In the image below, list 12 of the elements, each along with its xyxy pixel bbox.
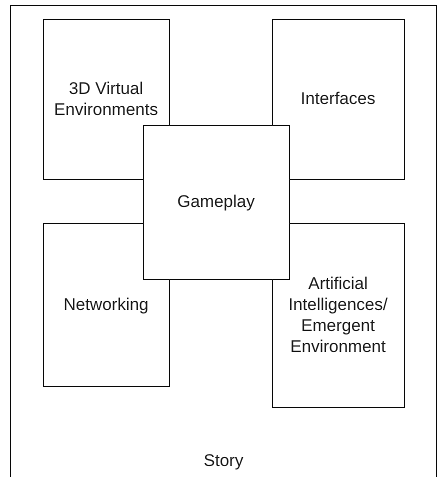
box-label: Interfaces: [300, 88, 376, 110]
box-label: 3D Virtual Environments: [53, 78, 159, 120]
center-box: [142, 124, 290, 280]
outer-frame: [10, 5, 437, 477]
topic-box: [272, 18, 404, 180]
frame-title: Story: [202, 450, 244, 471]
topic-box: [42, 18, 170, 180]
topic-box: [272, 222, 404, 408]
box-label: Artificial Intelligences/ Emergent Environment: [287, 272, 389, 358]
topic-box: [42, 222, 170, 386]
box-label: Networking: [63, 294, 149, 316]
box-label: Gameplay: [177, 191, 255, 213]
